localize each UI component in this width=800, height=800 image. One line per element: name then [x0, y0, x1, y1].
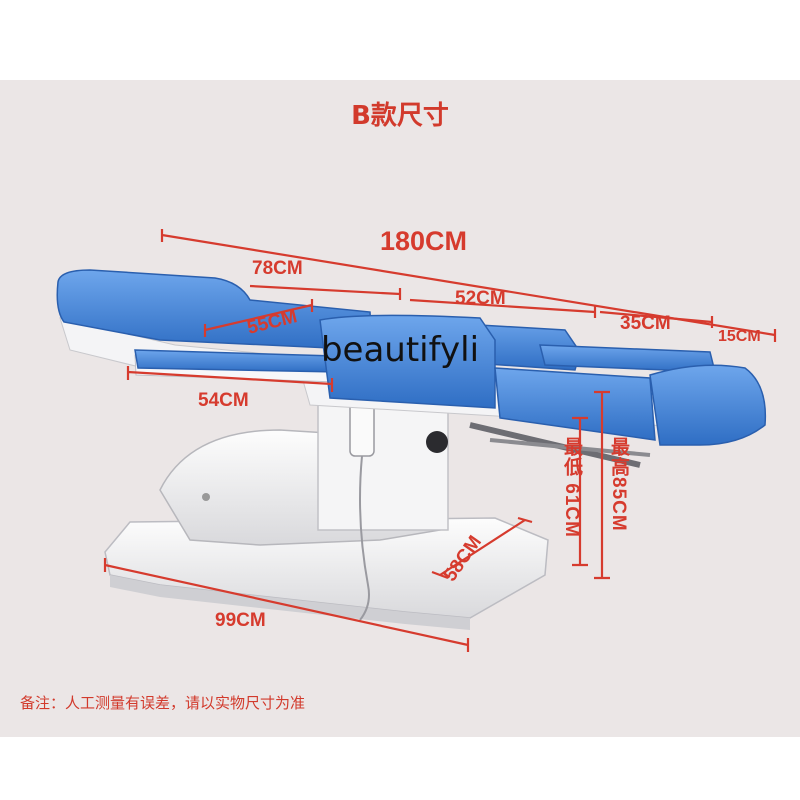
leg-linkage-2	[489, 438, 651, 457]
dim-line-52	[409, 298, 597, 318]
dim-line-35	[599, 310, 714, 328]
disclaimer-note: 备注：人工测量有误差，请以实物尺寸为准	[20, 694, 306, 712]
dim-max-height-label: 最高85CM	[608, 437, 629, 532]
dim-line-54	[126, 366, 334, 392]
leg-cushion-left	[494, 367, 656, 441]
head-cushion	[56, 269, 373, 351]
dim-54-label: 54CM	[198, 390, 249, 411]
dim-line-55	[203, 299, 314, 337]
base-plate-edge	[110, 575, 470, 630]
dim-15-label: 15CM	[718, 328, 761, 345]
seat-cushion	[319, 314, 496, 409]
dim-min-height-label: 最低 61CM	[561, 437, 582, 538]
dim-line-58	[431, 516, 533, 580]
pivot-knob	[202, 493, 210, 501]
dim-35-label: 35CM	[620, 313, 671, 334]
dim-78-label: 78CM	[252, 258, 303, 279]
dim-line-78	[249, 284, 402, 300]
dim-line-85	[594, 390, 610, 580]
controller-cable	[359, 455, 370, 621]
dim-99-label: 99CM	[215, 610, 266, 631]
adjust-knob	[426, 431, 448, 453]
watermark-text: beautifyli	[320, 330, 480, 370]
page-title: B款尺寸	[351, 101, 449, 131]
dim-line-99	[103, 558, 470, 652]
dim-180-label: 180CM	[380, 226, 468, 256]
dim-line-61	[572, 416, 588, 567]
dim-52-label: 52CM	[455, 288, 506, 309]
foot-cushion	[649, 364, 767, 446]
